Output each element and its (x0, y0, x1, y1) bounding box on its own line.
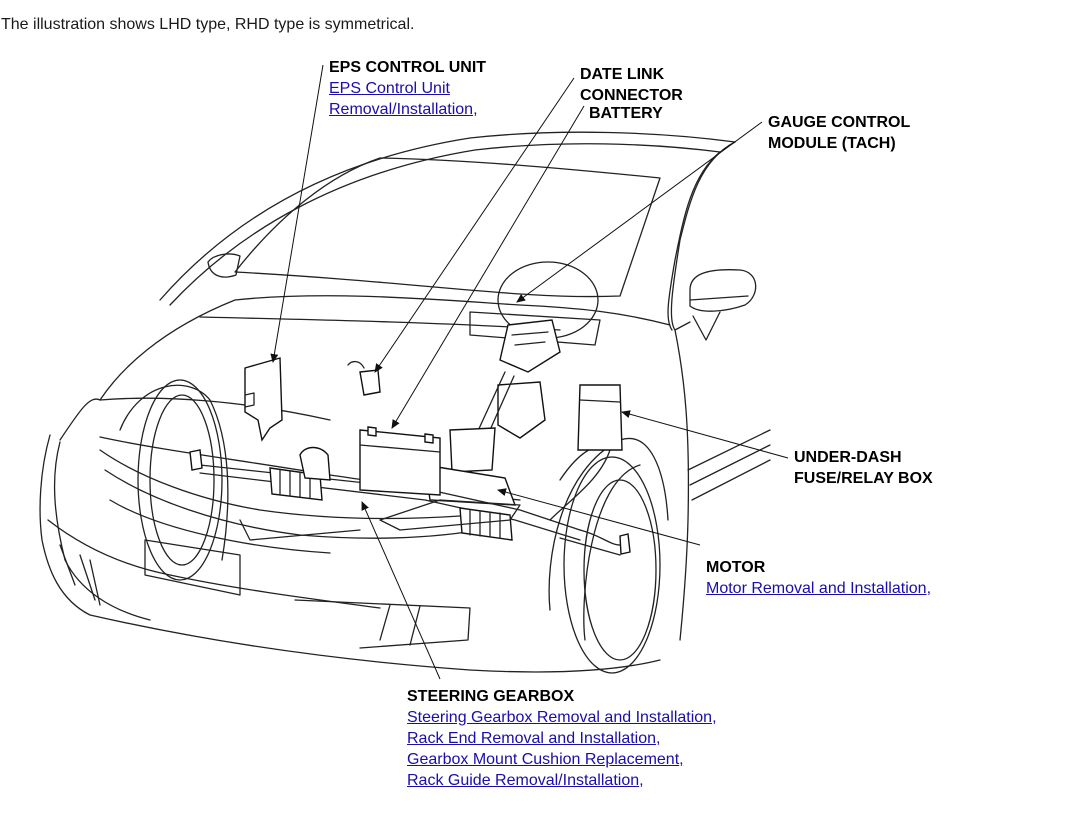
gauge-control-module-label-line1: GAUGE CONTROL (768, 114, 911, 131)
link-motor-removal[interactable]: Motor Removal and Installation (706, 578, 931, 599)
callout-data-link-connector: DATE LINK CONNECTOR (580, 64, 683, 106)
leader-eps-control-unit (270, 64, 324, 363)
data-link-connector-label-line2: CONNECTOR (580, 87, 683, 104)
callout-under-dash-fuse-box: UNDER-DASH FUSE/RELAY BOX (794, 447, 933, 489)
battery-label: BATTERY (589, 105, 663, 122)
eps-control-unit-label: EPS CONTROL UNIT (329, 59, 487, 76)
leader-motor (497, 488, 701, 546)
gauge-control-module-label-line2: MODULE (TACH) (768, 135, 896, 152)
leader-data-link-connector (374, 77, 575, 373)
link-rack-end-removal[interactable]: Rack End Removal and Installation (407, 728, 717, 749)
callout-battery: BATTERY (589, 103, 663, 124)
leader-under-dash-fuse-box (621, 410, 789, 459)
motor-label: MOTOR (706, 559, 766, 576)
link-rack-guide-removal[interactable]: Rack Guide Removal/Installation (407, 770, 717, 791)
callout-motor: MOTOR Motor Removal and Installation (706, 557, 931, 599)
leader-gauge-control-module (516, 121, 763, 303)
steering-gearbox-label: STEERING GEARBOX (407, 688, 575, 705)
callout-steering-gearbox: STEERING GEARBOX Steering Gearbox Remova… (407, 686, 717, 791)
under-dash-fuse-box-label-line1: UNDER-DASH (794, 449, 902, 466)
link-eps-control-unit-removal[interactable]: EPS Control Unit Removal/Installation (329, 78, 499, 120)
leader-battery (391, 105, 585, 429)
intro-text: The illustration shows LHD type, RHD typ… (1, 16, 415, 33)
leader-lines (270, 64, 789, 680)
under-dash-fuse-box-label-line2: FUSE/RELAY BOX (794, 470, 933, 487)
leader-steering-gearbox (361, 501, 441, 680)
data-link-connector-label-line1: DATE LINK (580, 66, 665, 83)
link-gearbox-mount-cushion[interactable]: Gearbox Mount Cushion Replacement (407, 749, 717, 770)
link-steering-gearbox-removal[interactable]: Steering Gearbox Removal and Installatio… (407, 707, 717, 728)
callout-gauge-control-module: GAUGE CONTROL MODULE (TACH) (768, 112, 910, 154)
car-outline (39, 131, 771, 674)
callout-eps-control-unit: EPS CONTROL UNIT EPS Control Unit Remova… (329, 57, 499, 120)
